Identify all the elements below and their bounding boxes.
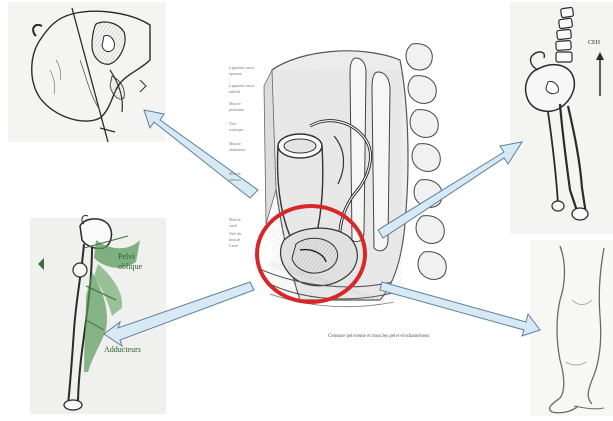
vertebral-column [406, 44, 446, 280]
muscle-label-oblique: oblique [118, 262, 142, 271]
anatomy-label: Carré [229, 244, 238, 248]
anatomy-label: Nerf [229, 122, 236, 126]
panel-label-ceh: CEH [588, 40, 600, 46]
anatomy-label: piriforme [229, 108, 244, 112]
muscle-label-pelvi: Pelvi [118, 252, 134, 261]
muscle-label-adducteurs: Adducteurs [104, 345, 141, 354]
anatomy-label: jumeau [229, 178, 241, 182]
anatomy-label: Muscle [229, 102, 241, 106]
anatomy-label: Muscle [229, 172, 241, 176]
figure-caption: Ceinture pelvienne et muscles pelvi-troc… [328, 334, 429, 339]
anatomy-label: carré [229, 224, 237, 228]
anatomy-label: Ligament sacro- [229, 84, 255, 88]
anatomy-label: Ligament sacro- [229, 66, 255, 70]
anatomy-label: tubéral [229, 90, 240, 94]
arrow-icon [380, 282, 540, 336]
panel-top-right [510, 2, 613, 234]
panel-bottom-left [30, 216, 166, 414]
anatomy-label: épineux [229, 72, 242, 76]
arrow-icon [144, 110, 258, 198]
anatomy-label: muscle [229, 238, 240, 242]
anatomy-label: sciatique [229, 128, 243, 132]
panel-bottom-right [530, 240, 613, 416]
anatomy-label: obturateur [229, 148, 245, 152]
panel-center-anatomy [262, 44, 446, 307]
anatomy-label: Muscle [229, 218, 241, 222]
panel-top-left [8, 2, 166, 142]
anatomy-label: Nerf du [229, 232, 241, 236]
anatomy-label: Muscle [229, 142, 241, 146]
